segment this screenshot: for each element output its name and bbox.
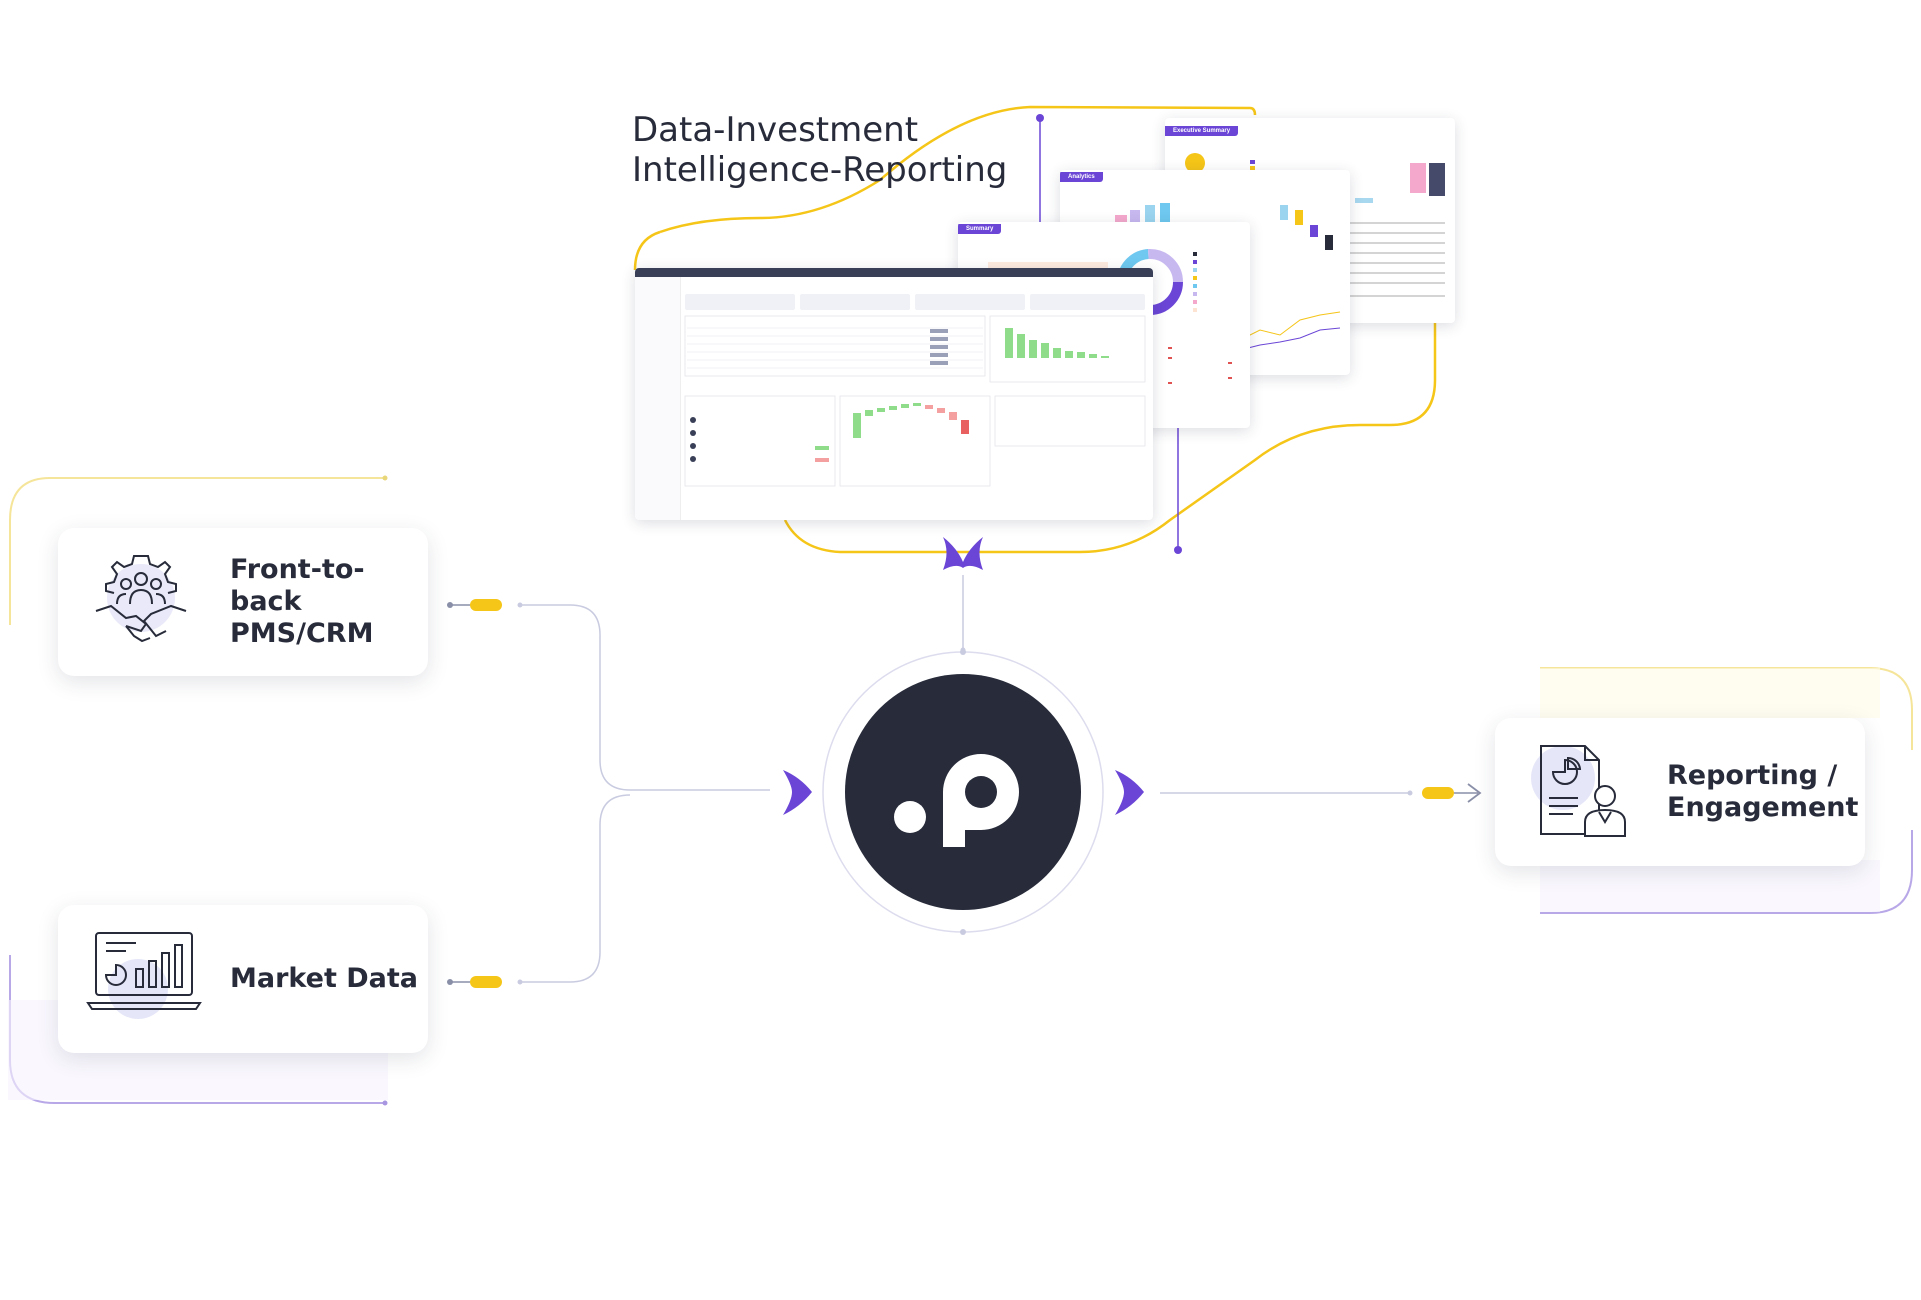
dot-p-logo-icon: [894, 754, 1019, 847]
destination-label: Reporting / Engagement: [1667, 760, 1859, 824]
summary-tag: Summary: [958, 224, 1002, 234]
laptop-chart-icon: [86, 932, 202, 1019]
source-label-line-3: PMS/CRM: [230, 618, 374, 649]
headline-line-2: Intelligence-Reporting: [632, 150, 1008, 190]
executive-summary-tag: Executive Summary: [1165, 126, 1239, 136]
dashboard-screenshot: [635, 268, 1153, 520]
source-card-market-data: Market Data: [58, 905, 428, 1053]
gear-handshake-team-icon: [95, 555, 187, 643]
source-label-line-2: back: [230, 586, 302, 617]
hub-logo: [845, 674, 1081, 910]
destination-label-line-1: Reporting /: [1667, 760, 1838, 791]
source-card-pms-crm: Front-to- back PMS/CRM: [58, 528, 428, 676]
source-label-market-data: Market Data: [230, 963, 419, 994]
headline-line-1: Data-Investment: [632, 110, 919, 150]
report-person-icon: [1531, 745, 1626, 837]
destination-label-line-2: Engagement: [1667, 792, 1859, 823]
headline: Data-Investment Intelligence-Reporting: [632, 110, 1007, 190]
source-label-line-1: Front-to-: [230, 554, 365, 585]
analytics-tag: Analytics: [1060, 172, 1103, 182]
destination-card-reporting: Reporting / Engagement: [1495, 718, 1865, 866]
source-label-pms-crm: Front-to- back PMS/CRM: [230, 554, 410, 650]
